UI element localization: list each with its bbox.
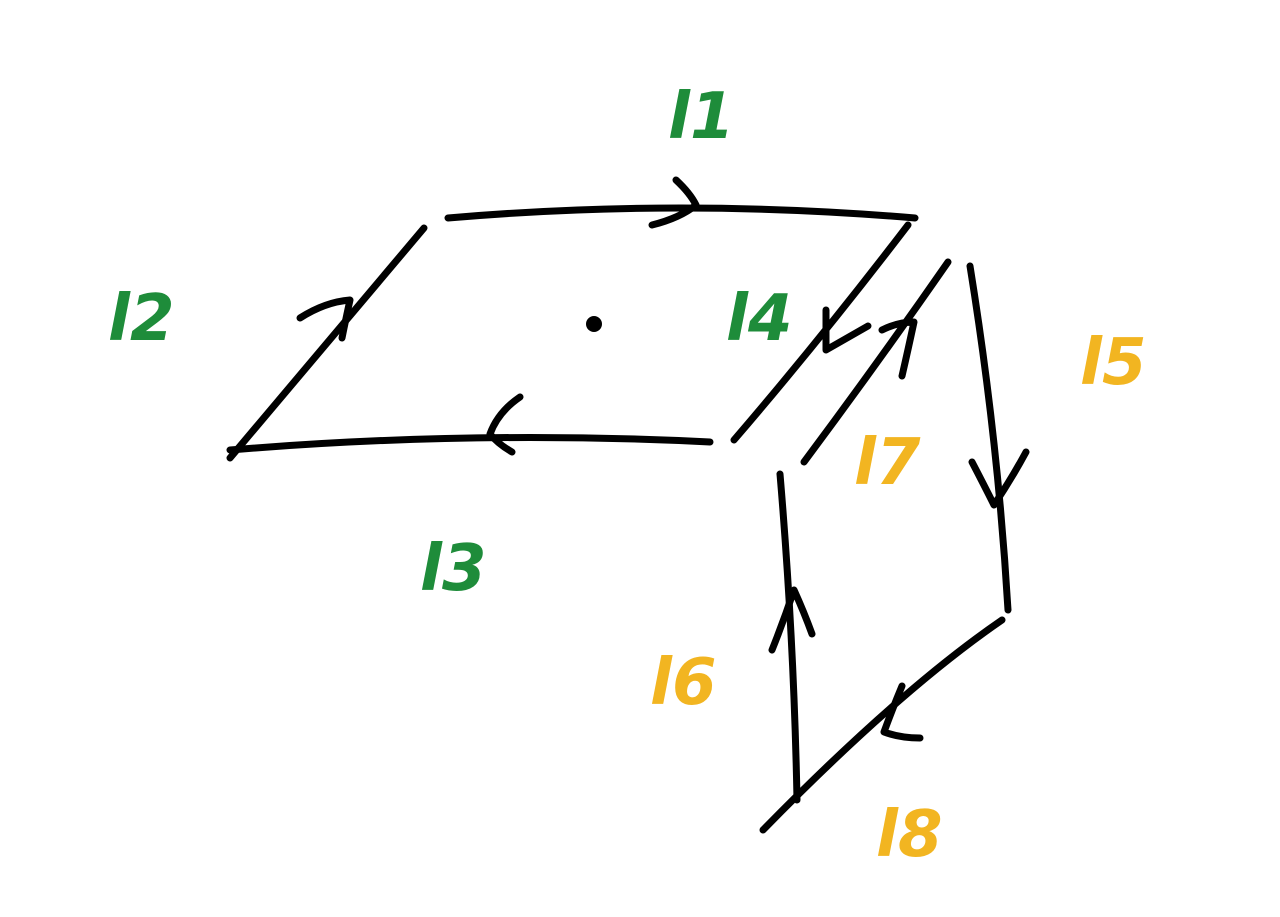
edge-l7 xyxy=(800,258,952,466)
arrow-l1 xyxy=(648,176,700,229)
arrow-l3 xyxy=(486,393,524,456)
bottom-loop xyxy=(759,258,1030,834)
edge-l1 xyxy=(444,204,919,222)
arrow-l7 xyxy=(878,318,918,380)
arrow-l8 xyxy=(880,682,924,742)
label-l1: l1 xyxy=(668,80,734,154)
edge-l3 xyxy=(226,434,714,454)
top-loop xyxy=(226,176,919,462)
arrow-l4 xyxy=(822,306,872,354)
label-l3: l3 xyxy=(420,532,486,606)
edge-l2 xyxy=(226,224,428,462)
arrow-l6 xyxy=(768,586,816,654)
edge-l4 xyxy=(730,221,912,444)
arrow-l5 xyxy=(968,448,1030,509)
label-l5: l5 xyxy=(1080,326,1146,400)
center-dot xyxy=(586,316,602,332)
labels: l1 l2 l3 l4 l5 l6 l7 l8 xyxy=(108,80,1146,872)
edge-l6 xyxy=(776,470,801,804)
label-l2: l2 xyxy=(108,282,174,356)
arrow-l2 xyxy=(296,296,354,342)
label-l7: l7 xyxy=(854,426,921,500)
label-l4: l4 xyxy=(726,282,792,356)
label-l8: l8 xyxy=(876,798,942,872)
edge-l5 xyxy=(966,262,1012,614)
label-l6: l6 xyxy=(650,646,716,720)
